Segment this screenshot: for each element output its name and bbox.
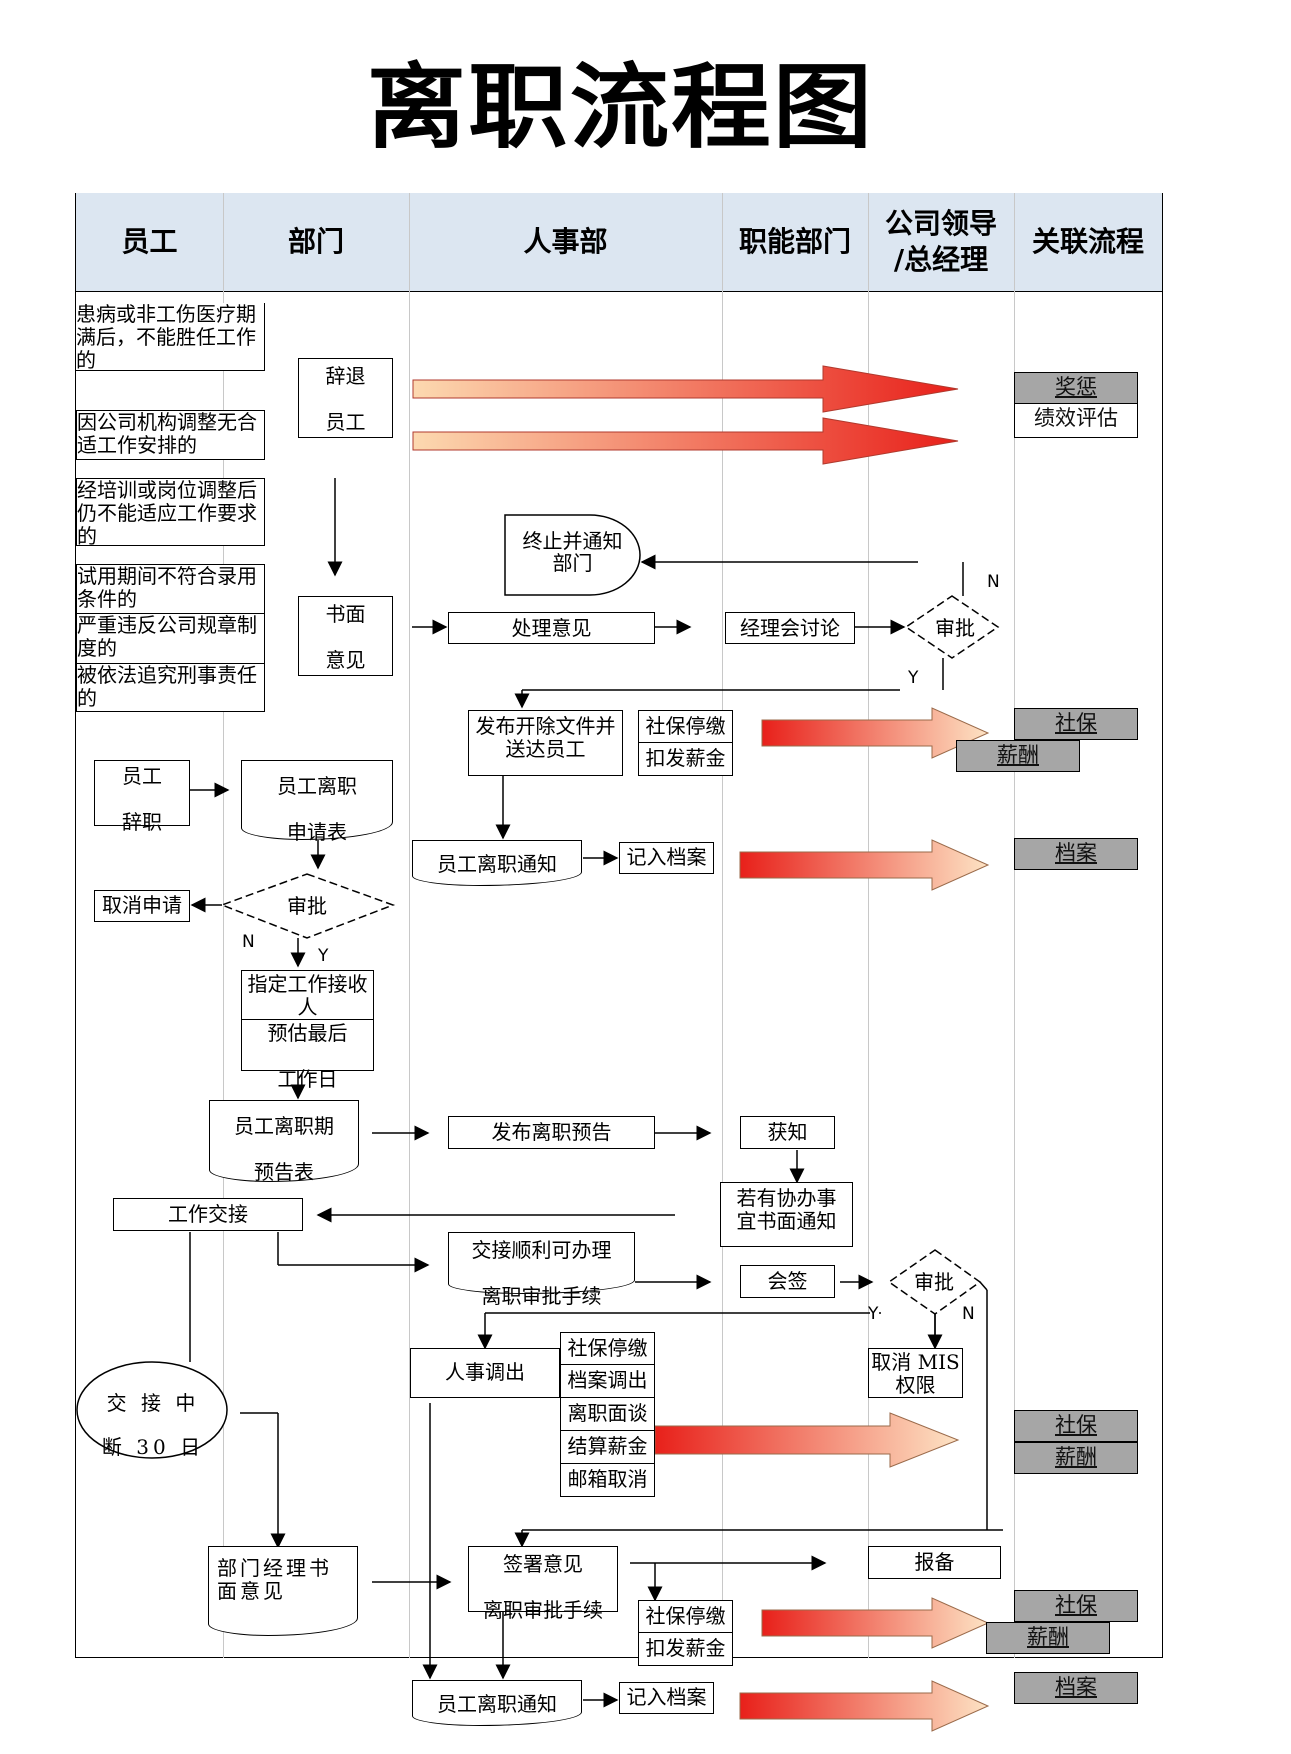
diamond-approve-1: [904, 595, 1000, 659]
lane-divider: [868, 193, 869, 1658]
related-reward[interactable]: 奖惩: [1014, 372, 1138, 404]
lane-divider: [1014, 193, 1015, 1658]
header-related-process: 关联流程: [1014, 193, 1162, 292]
big-arrow-left-2: [412, 417, 959, 465]
report-box: 报备: [868, 1546, 1001, 1579]
hr-transfer-box: 人事调出: [410, 1348, 560, 1398]
learn-box: 获知: [740, 1116, 835, 1149]
estimate-last-day-box: 预估最后 工作日: [241, 1020, 374, 1091]
related-performance[interactable]: 绩效评估: [1014, 404, 1138, 438]
resign-application-doc: 员工离职 申请表: [241, 760, 393, 844]
cancel-mis-box: 取消 MIS 权限: [868, 1348, 963, 1398]
written-opinion-box: 书面 意见: [298, 596, 393, 676]
big-arrow-right-1: [761, 707, 990, 759]
terminate-label: 终止并通知部门: [522, 529, 623, 575]
label-N-3: N: [962, 1304, 975, 1324]
pay-deduct-1-box: 扣发薪金: [638, 743, 733, 776]
dept-opinion-doc: 部门经理书面意见: [208, 1546, 358, 1636]
related-social-security-2[interactable]: 社保: [1014, 1410, 1138, 1442]
publish-forecast-box: 发布离职预告: [448, 1116, 655, 1149]
reason-restructure: 因公司机构调整无合适工作安排的: [76, 410, 265, 460]
pay-deduct-3-box: 扣发薪金: [638, 1633, 733, 1666]
big-arrow-right-5: [739, 1680, 990, 1732]
publish-dismissal-box: 发布开除文件并送达员工: [468, 710, 623, 776]
employee-resign-box: 员工 辞职: [94, 760, 190, 834]
notice-2-doc: 员工离职通知: [412, 1680, 582, 1726]
label-N-2: N: [242, 932, 255, 952]
related-social-security-3[interactable]: 社保: [1014, 1590, 1138, 1622]
label-Y-2: Y: [318, 946, 329, 966]
reason-probation: 试用期间不符合录用条件的: [76, 564, 265, 614]
cancel-application-box: 取消申请: [94, 890, 190, 922]
reason-training: 经培训或岗位调整后仍不能适应工作要求的: [76, 478, 265, 548]
page-title: 离职流程图: [366, 54, 875, 161]
countersign-box: 会签: [740, 1265, 835, 1298]
big-arrow-right-4: [761, 1597, 990, 1649]
related-archive-1[interactable]: 档案: [1014, 838, 1138, 870]
header-functional-dept: 职能部门: [722, 193, 868, 292]
related-social-security-1[interactable]: 社保: [1014, 708, 1138, 740]
header-employee: 员工: [76, 193, 223, 292]
sign-opinion-box: 签署意见 离职审批手续: [468, 1546, 618, 1622]
approve-2-label: 审批: [287, 894, 327, 918]
ss-stop-2-box: 社保停缴: [560, 1332, 655, 1365]
mail-cancel-box: 邮箱取消: [560, 1464, 655, 1497]
settle-pay-box: 结算薪金: [560, 1431, 655, 1464]
approve-3-label: 审批: [914, 1270, 954, 1294]
interrupt-ellipse: [76, 1361, 228, 1459]
manager-discussion-box: 经理会讨论: [725, 612, 855, 644]
approve-1-label: 审批: [935, 616, 975, 640]
big-arrow-left-1: [412, 365, 959, 413]
label-Y-1: Y: [908, 668, 919, 688]
diamond-approve-2: [219, 873, 396, 939]
assign-receiver-box: 指定工作接收人: [241, 970, 374, 1020]
dismiss-employee-box: 辞退 员工: [298, 358, 393, 438]
ss-stop-1-box: 社保停缴: [638, 710, 733, 743]
interrupt-label: 交 接 中 断 30 日: [101, 1391, 205, 1459]
related-salary-3[interactable]: 薪酬: [986, 1622, 1110, 1654]
handover-ok-doc: 交接顺利可办理 离职审批手续: [448, 1232, 635, 1308]
connector-layer: [76, 365, 1003, 1732]
exit-interview-box: 离职面谈: [560, 1398, 655, 1431]
archive-2-box: 记入档案: [619, 1682, 714, 1714]
terminate-shape: [504, 514, 641, 596]
label-N-1: N: [987, 572, 1000, 592]
reason-violation: 严重违反公司规章制度的: [76, 614, 265, 664]
header-leadership: 公司领导 /总经理: [868, 193, 1014, 292]
resign-forecast-doc: 员工离职期 预告表: [209, 1100, 359, 1184]
reason-criminal: 被依法追究刑事责任的: [76, 664, 265, 712]
big-arrow-right-2: [739, 839, 990, 891]
related-salary-1[interactable]: 薪酬: [956, 740, 1080, 772]
reason-illness: 患病或非工伤医疗期满后，不能胜任工作的: [76, 303, 265, 372]
handle-opinion-box: 处理意见: [448, 612, 655, 644]
handover-box: 工作交接: [113, 1198, 303, 1231]
header-department: 部门: [223, 193, 409, 292]
notice-1-doc: 员工离职通知: [412, 840, 582, 886]
file-transfer-box: 档案调出: [560, 1365, 655, 1398]
related-archive-2[interactable]: 档案: [1014, 1672, 1138, 1704]
lane-divider: [409, 193, 410, 1658]
lane-divider: [722, 193, 723, 1658]
ss-stop-3-box: 社保停缴: [638, 1600, 733, 1633]
big-arrow-right-3: [654, 1412, 960, 1468]
assist-notice-box: 若有协办事宜书面通知: [720, 1182, 853, 1247]
label-Y-3: Y: [868, 1304, 879, 1324]
header-hr: 人事部: [409, 193, 722, 292]
lane-divider: [223, 193, 224, 1658]
related-salary-2[interactable]: 薪酬: [1014, 1442, 1138, 1474]
archive-1-box: 记入档案: [619, 842, 714, 874]
